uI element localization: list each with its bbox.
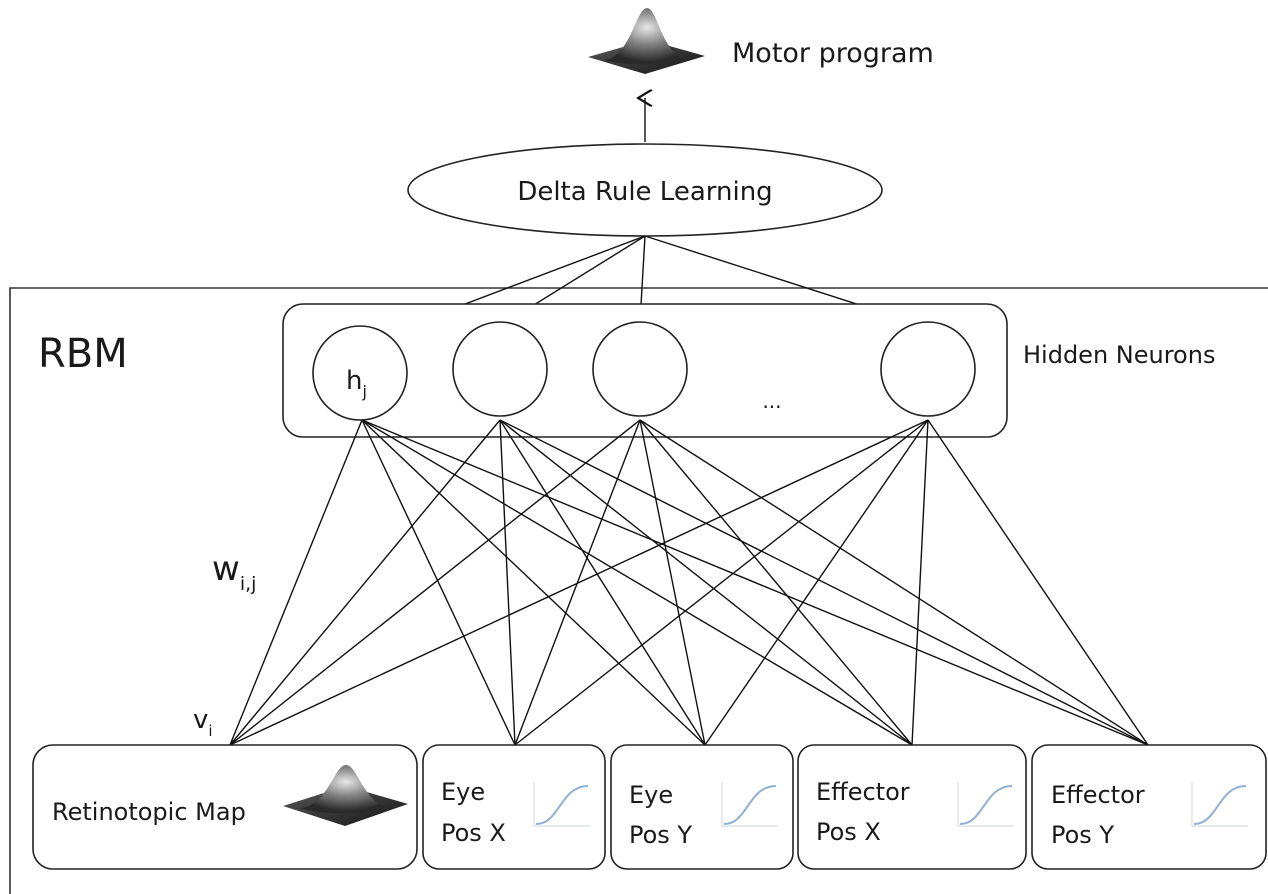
hidden-neuron-label: hj: [346, 366, 367, 401]
hidden-neuron-2: [452, 321, 548, 417]
hidden-neuron-last: [880, 321, 976, 417]
input-eye-pos-x: Eye Pos X: [422, 744, 606, 870]
effector-pos-y-line1: Effector: [1051, 781, 1145, 809]
eye-pos-y-line1: Eye: [629, 781, 673, 809]
hidden-neuron-3: [592, 321, 688, 417]
visible-unit-label: vi: [193, 705, 213, 740]
eye-pos-y-sigmoid-icon: [721, 782, 778, 827]
input-retinotopic-map: Retinotopic Map: [32, 744, 418, 870]
effector-pos-x-line1: Effector: [816, 778, 910, 806]
effector-pos-y-line2: Pos Y: [1051, 821, 1114, 849]
eye-pos-x-line2: Pos X: [441, 819, 506, 847]
hidden-neuron-hj: [312, 325, 408, 421]
retinotopic-map-label: Retinotopic Map: [52, 798, 246, 826]
hidden-ellipsis: ...: [762, 389, 781, 413]
input-effector-pos-y: Effector Pos Y: [1031, 744, 1267, 870]
eye-pos-x-line1: Eye: [441, 778, 485, 806]
weight-label: wi,j: [212, 549, 256, 595]
motor-gaussian-icon: [588, 8, 705, 74]
rbm-weight-edges: [229, 419, 1149, 746]
hidden-neurons-label: Hidden Neurons: [1023, 341, 1215, 369]
eye-pos-x-sigmoid-icon: [533, 782, 590, 827]
rbm-label: RBM: [38, 331, 128, 377]
motor-program-label: Motor program: [732, 38, 934, 69]
rbm-frame: [9, 287, 1268, 894]
input-eye-pos-y: Eye Pos Y: [610, 744, 794, 870]
effector-pos-x-sigmoid-icon: [957, 782, 1014, 827]
input-effector-pos-x: Effector Pos X: [797, 744, 1027, 870]
retinotopic-gaussian-icon: [283, 765, 408, 826]
delta-rule-label: Delta Rule Learning: [517, 177, 772, 207]
effector-pos-x-line2: Pos X: [816, 818, 881, 846]
eye-pos-y-line2: Pos Y: [629, 821, 692, 849]
effector-pos-y-sigmoid-icon: [1191, 782, 1248, 827]
